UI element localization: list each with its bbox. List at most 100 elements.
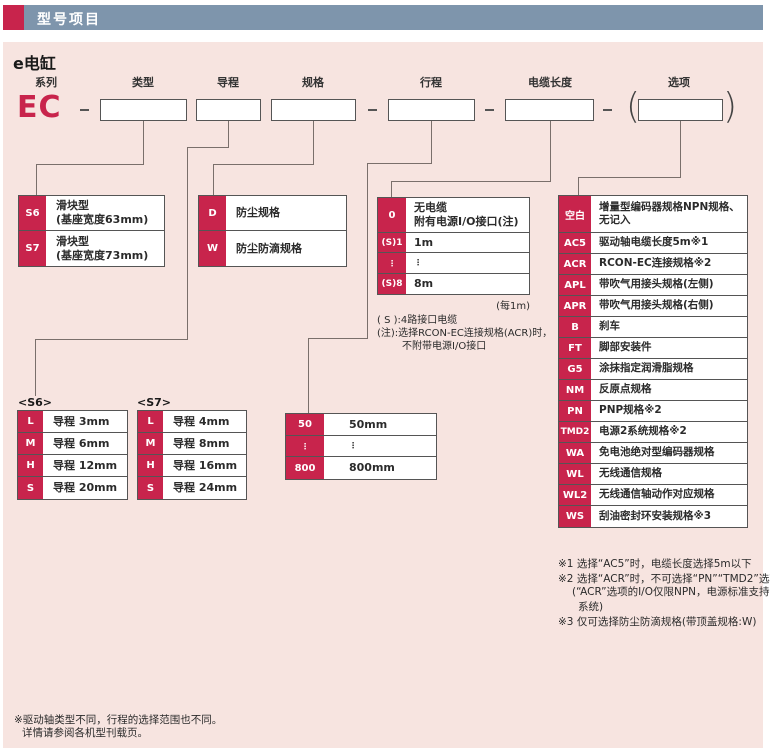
table-row: S7 滑块型 (基座宽度73mm): [19, 231, 164, 266]
option-desc: RCON-EC连接规格※2: [599, 257, 712, 270]
field-label-cable: 电缆长度: [528, 76, 572, 89]
dash-separator: [368, 109, 377, 111]
connector-stroke: [308, 338, 309, 413]
type-code: S6: [19, 196, 46, 230]
lead-desc: 导程 12mm: [53, 458, 118, 472]
option-code: 空白: [559, 196, 591, 232]
lead-code: H: [138, 455, 163, 476]
option-desc: 无线通信规格: [599, 467, 662, 480]
footnote-2a: ※2 选择“ACR”时，不可选择“PN”“TMD2”选项: [558, 573, 770, 585]
table-row: 50 50mm: [286, 414, 436, 436]
connector-spec: [213, 164, 214, 195]
cable-desc: 8m: [414, 277, 434, 291]
option-code: TMD2: [559, 422, 591, 442]
table-row: ACR RCON-EC连接规格※2: [559, 254, 747, 275]
lead-code: L: [18, 411, 43, 432]
section-title: 型号项目: [37, 12, 101, 28]
connector-lead: [228, 121, 229, 147]
table-row: ⋮ ⋮: [286, 436, 436, 457]
options-table: 空白 增量型编码器规格NPN规格、 无记入 AC5 驱动轴电缆长度5m※1 AC…: [558, 195, 748, 528]
table-row: G5 涂抹指定润滑脂规格: [559, 359, 747, 380]
table-row: TMD2 电源2系统规格※2: [559, 422, 747, 443]
table-row: S6 滑块型 (基座宽度63mm): [19, 196, 164, 231]
option-desc: 电源2系统规格※2: [599, 425, 687, 438]
table-row: S 导程 20mm: [18, 477, 127, 499]
lead-desc: 导程 8mm: [173, 436, 230, 450]
table-row: (S)8 8m: [378, 274, 529, 294]
table-row: ⋮ ⋮: [378, 253, 529, 274]
table-row: AC5 驱动轴电缆长度5m※1: [559, 233, 747, 254]
table-row: (S)1 1m: [378, 233, 529, 253]
footnote-3: ※3 仅可选择防尘防滴规格(带顶盖规格:W): [558, 616, 757, 628]
cable-table: 0 无电缆 附有电源I/O接口(注) (S)1 1m ⋮ ⋮ (S)8 8m: [377, 197, 530, 295]
bottom-note-line1: ※驱动轴类型不同，行程的选择范围也不同。: [14, 714, 223, 726]
connector-stroke: [367, 163, 368, 338]
product-title: e电缸: [13, 54, 56, 73]
connector-stroke: [308, 338, 368, 339]
spec-desc: 防尘防滴规格: [236, 241, 302, 255]
table-row: WS 刮油密封环安装规格※3: [559, 506, 747, 527]
stroke-code: 50: [286, 414, 324, 435]
table-row: APR 带吹气用接头规格(右侧): [559, 296, 747, 317]
option-code: AC5: [559, 233, 591, 253]
paren-close: ): [723, 86, 738, 127]
cable-desc: 1m: [414, 235, 434, 249]
table-row: WL 无线通信规格: [559, 464, 747, 485]
cable-code: (S)1: [378, 233, 406, 252]
option-code: WL: [559, 464, 591, 484]
connector-spec: [313, 121, 314, 164]
connector-lead: [35, 339, 188, 340]
field-label-type: 类型: [132, 76, 154, 89]
connector-option: [578, 177, 579, 195]
table-row: H 导程 12mm: [18, 455, 127, 477]
connector-cable: [391, 181, 551, 182]
option-code: APR: [559, 296, 591, 316]
spec-table: D 防尘规格 W 防尘防滴规格: [198, 195, 347, 267]
option-code: G5: [559, 359, 591, 379]
table-row: W 防尘防滴规格: [199, 231, 346, 266]
table-row: B 刹车: [559, 317, 747, 338]
option-desc: 带吹气用接头规格(左侧): [599, 278, 714, 291]
cable-desc: 无电缆 附有电源I/O接口(注): [414, 201, 519, 228]
option-code: ACR: [559, 254, 591, 274]
lead-desc: 导程 6mm: [53, 436, 110, 450]
type-desc: 滑块型 (基座宽度73mm): [56, 234, 149, 262]
option-field-box: [638, 99, 723, 121]
cable-code: ⋮: [378, 253, 406, 273]
lead-s7-label: <S7>: [137, 396, 172, 409]
table-row: 0 无电缆 附有电源I/O接口(注): [378, 198, 529, 233]
table-row: M 导程 6mm: [18, 433, 127, 455]
lead-desc: 导程 24mm: [173, 481, 238, 495]
footnote-1: ※1 选择“AC5”时，电缆长度选择5m以下: [558, 558, 752, 570]
connector-lead: [35, 339, 36, 396]
series-code: EC: [17, 90, 62, 125]
option-code: PN: [559, 401, 591, 421]
lead-code: S: [138, 477, 163, 499]
field-label-stroke: 行程: [420, 76, 442, 89]
table-row: L 导程 3mm: [18, 411, 127, 433]
connector-lead: [187, 147, 188, 339]
section-header-bar: [3, 5, 763, 30]
cable-note-2: 不附带电源I/O接口: [402, 341, 487, 352]
lead-desc: 导程 20mm: [53, 481, 118, 495]
stroke-desc: 50mm: [349, 417, 388, 431]
connector-stroke: [431, 121, 432, 163]
table-row: L 导程 4mm: [138, 411, 246, 433]
dash-separator: [485, 109, 494, 111]
stroke-table: 50 50mm ⋮ ⋮ 800 800mm: [285, 413, 437, 480]
table-row: FT 脚部安装件: [559, 338, 747, 359]
option-desc: 刮油密封环安装规格※3: [599, 509, 712, 522]
stroke-field-box: [388, 99, 475, 121]
lead-desc: 导程 3mm: [53, 414, 110, 428]
spec-desc: 防尘规格: [236, 206, 280, 220]
table-row: 空白 增量型编码器规格NPN规格、 无记入: [559, 196, 747, 233]
connector-type: [36, 164, 144, 165]
cable-code: 0: [378, 198, 406, 232]
connector-type: [36, 164, 37, 195]
lead-s6-label: <S6>: [18, 396, 53, 409]
type-table: S6 滑块型 (基座宽度63mm) S7 滑块型 (基座宽度73mm): [18, 195, 165, 267]
type-field-box: [100, 99, 187, 121]
option-desc: 驱动轴电缆长度5m※1: [599, 236, 709, 249]
option-code: WA: [559, 443, 591, 463]
